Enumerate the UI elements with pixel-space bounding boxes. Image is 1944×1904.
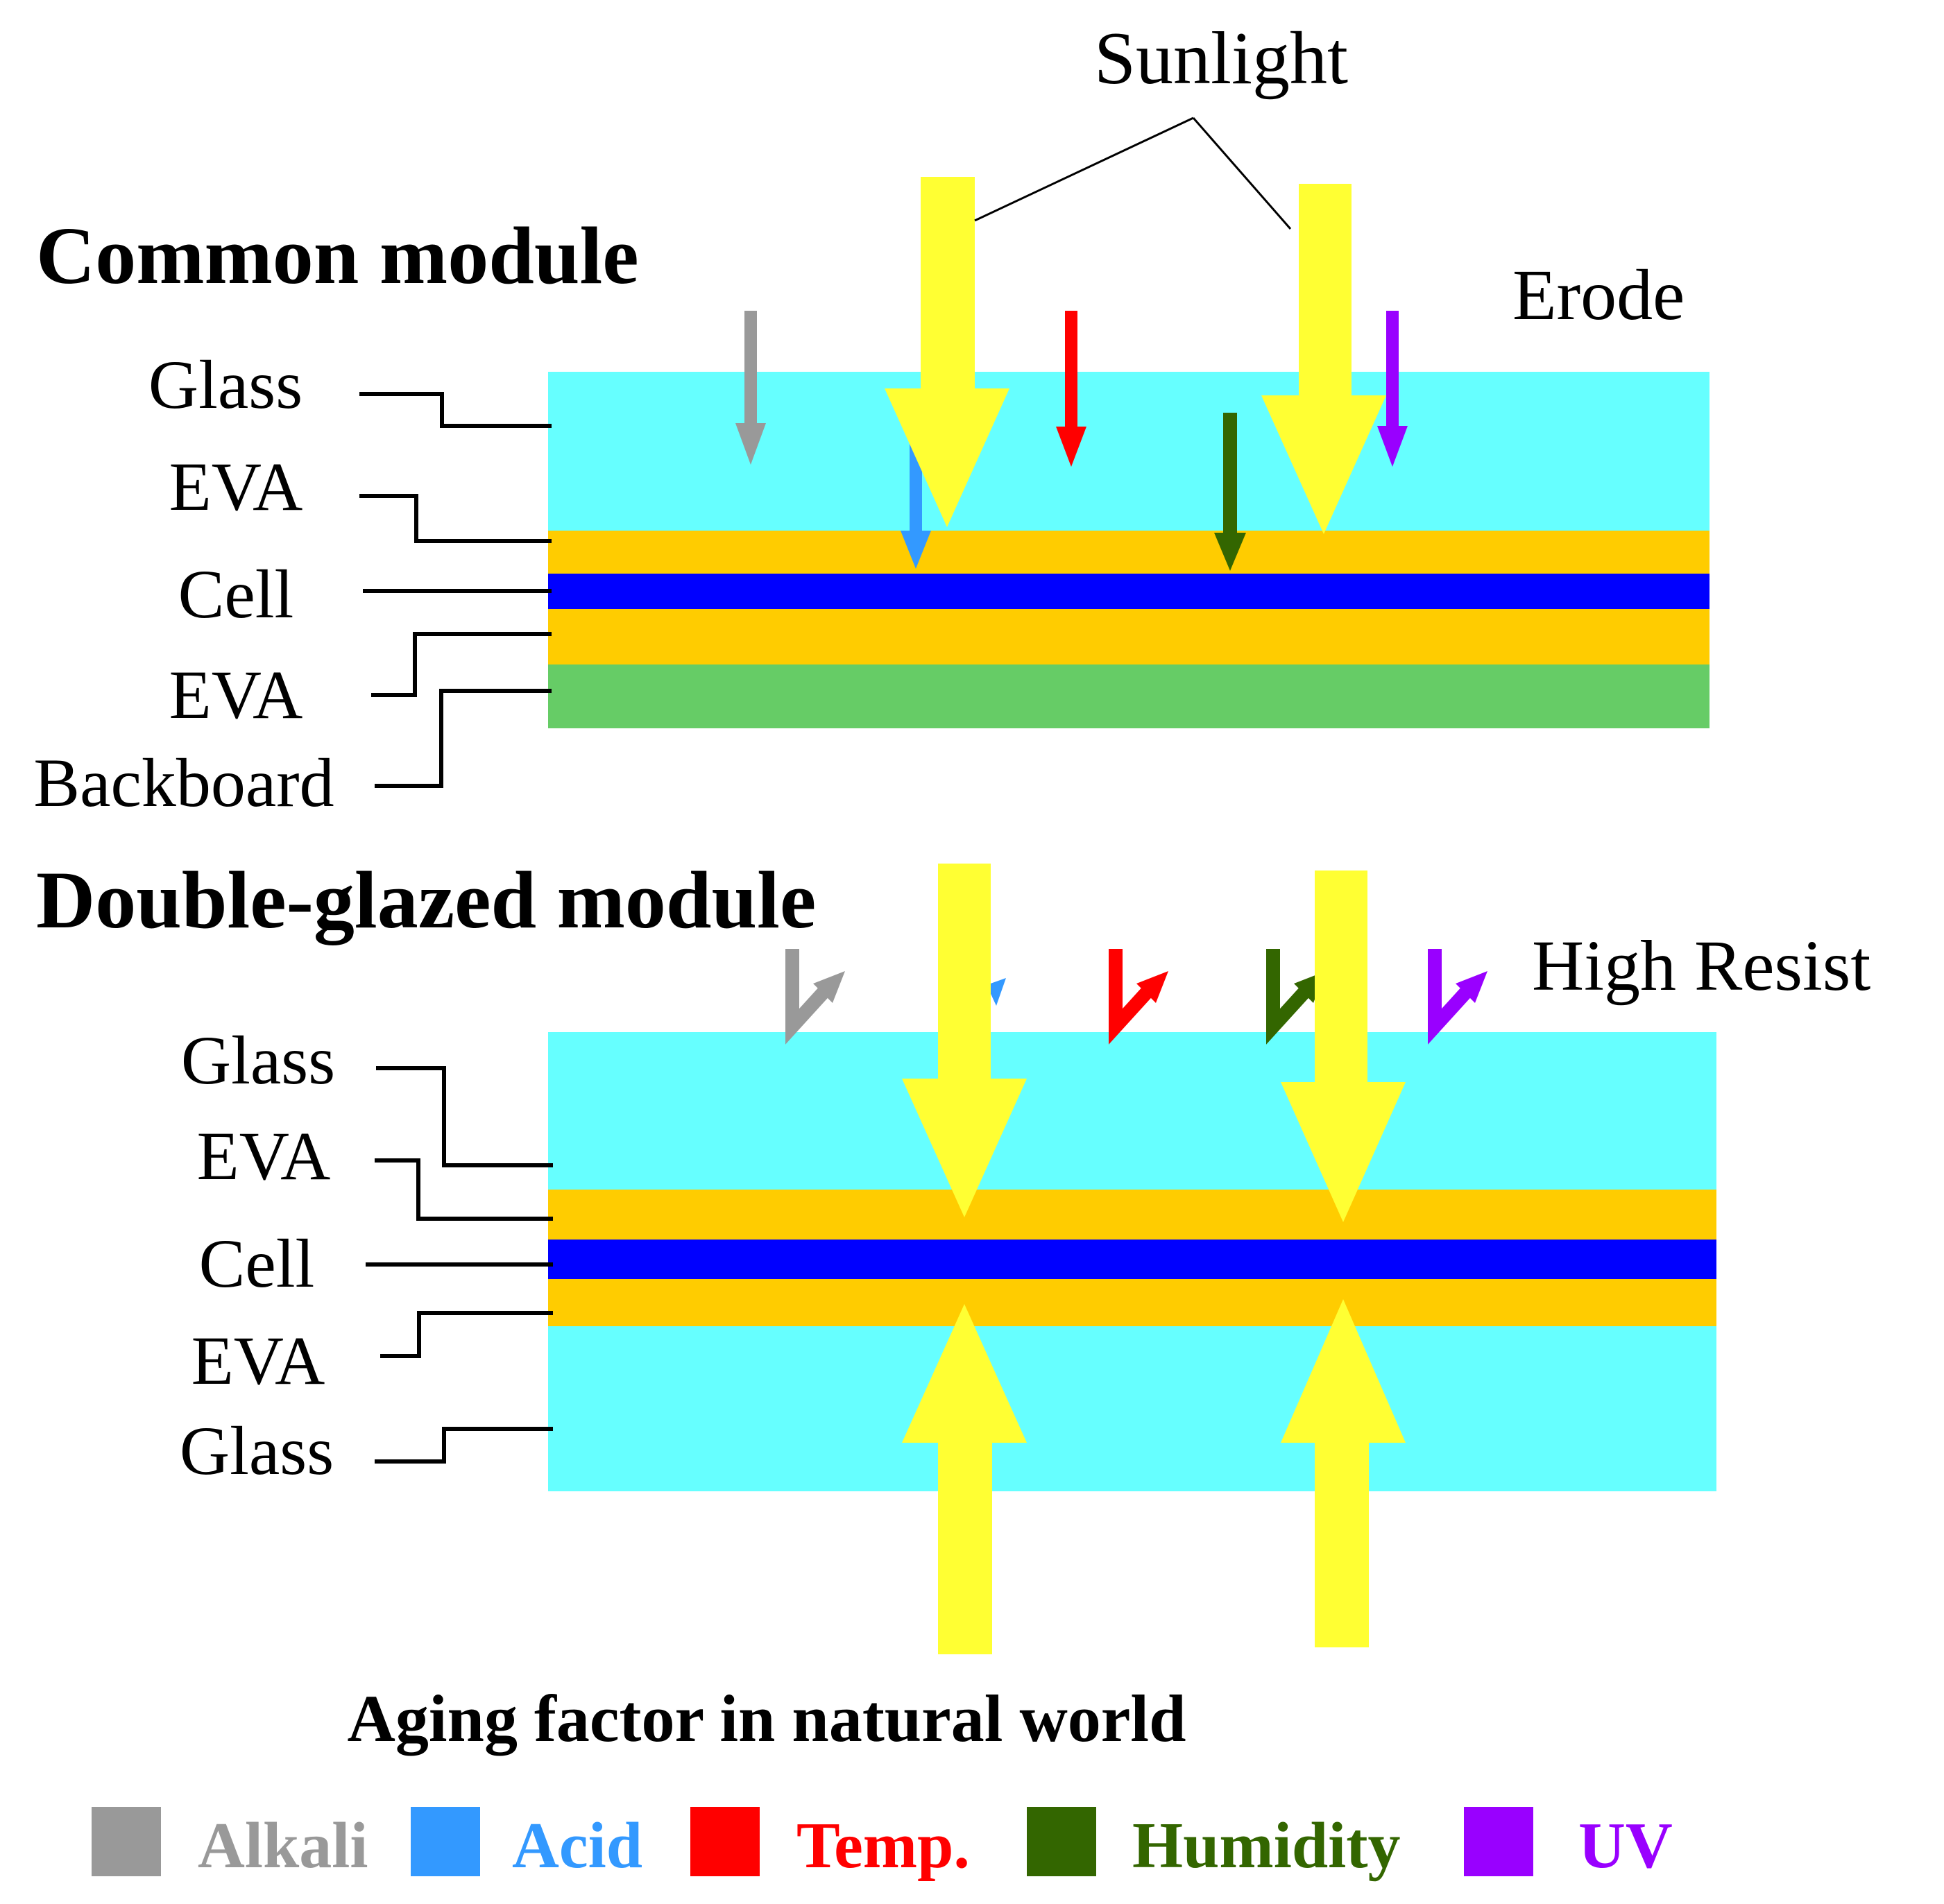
- double-label-glass-bottom: Glass: [180, 1412, 334, 1489]
- double-sunlight-arrow-left-down: [902, 864, 1027, 1217]
- common-sunlight-arrows: [885, 177, 1386, 534]
- common-sunlight-arrow-left: [885, 177, 1009, 527]
- common-eva-bottom-layer: [548, 609, 1709, 664]
- legend-item-uv: UV: [1464, 1807, 1673, 1882]
- legend-label-acid: Acid: [512, 1810, 642, 1882]
- common-cell-layer: [548, 574, 1709, 609]
- common-label-glass: Glass: [148, 346, 302, 423]
- double-glass-top-layer: [548, 1032, 1716, 1190]
- double-label-eva-top: EVA: [197, 1117, 331, 1194]
- double-label-glass-top: Glass: [181, 1022, 335, 1099]
- double-glass-bottom-layer: [548, 1326, 1716, 1491]
- common-acid-arrow: [901, 444, 931, 569]
- double-sunlight-arrows: [902, 864, 1406, 1654]
- double-eva-bottom-layer: [548, 1279, 1716, 1326]
- double-label-cell: Cell: [199, 1225, 315, 1302]
- common-sunlight-arrow-right: [1261, 184, 1386, 534]
- legend-item-alkali: Alkali: [92, 1807, 368, 1882]
- double-module-stack: [548, 1032, 1716, 1491]
- legend-label-temp: Temp.: [796, 1810, 970, 1882]
- common-aging-arrows: [735, 311, 1408, 571]
- double-label-eva-bottom: EVA: [191, 1322, 325, 1399]
- double-temp-arrow: [1109, 949, 1168, 1045]
- common-label-backboard: Backboard: [33, 744, 334, 821]
- common-humidity-arrow: [1214, 413, 1246, 571]
- double-module-title: Double-glazed module: [36, 855, 816, 945]
- legend-swatch-acid: [411, 1807, 480, 1876]
- double-cell-layer: [548, 1240, 1716, 1279]
- double-uv-arrow: [1428, 949, 1487, 1045]
- double-sunlight-arrow-right-down: [1281, 870, 1406, 1222]
- common-label-eva-top: EVA: [169, 448, 303, 525]
- legend-item-temp: Temp.: [690, 1807, 970, 1882]
- sunlight-callout-lines: [974, 117, 1292, 230]
- legend-item-humidity: Humidity: [1027, 1807, 1401, 1882]
- legend-swatch-humidity: [1027, 1807, 1096, 1876]
- common-eva-top-layer: [548, 531, 1709, 574]
- double-aging-arrows: [785, 949, 1487, 1045]
- legend-item-acid: Acid: [411, 1807, 642, 1882]
- legend: Alkali Acid Temp. Humidity UV: [92, 1807, 1673, 1882]
- common-leader-lines: [359, 392, 552, 788]
- double-eva-top-layer: [548, 1190, 1716, 1240]
- legend-label-humidity: Humidity: [1132, 1810, 1401, 1882]
- common-label-eva-bottom: EVA: [169, 656, 303, 733]
- legend-swatch-uv: [1464, 1807, 1533, 1876]
- legend-swatch-alkali: [92, 1807, 161, 1876]
- common-backboard-layer: [548, 664, 1709, 728]
- legend-label-uv: UV: [1578, 1810, 1673, 1882]
- common-temp-arrow: [1056, 311, 1086, 467]
- common-label-cell: Cell: [178, 556, 294, 633]
- sunlight-label: Sunlight: [1094, 17, 1348, 100]
- diagram-caption: Aging factor in natural world: [348, 1681, 1186, 1756]
- double-status-label: High Resist: [1532, 926, 1870, 1006]
- common-alkali-arrow: [735, 311, 766, 465]
- double-acid-arrow: [987, 978, 1006, 1006]
- legend-swatch-temp: [690, 1807, 760, 1876]
- common-uv-arrow: [1377, 311, 1408, 467]
- legend-label-alkali: Alkali: [198, 1810, 368, 1882]
- common-module-stack: [548, 372, 1709, 728]
- common-status-label: Erode: [1512, 255, 1685, 335]
- double-sunlight-arrow-right-up: [1281, 1299, 1406, 1647]
- double-leader-lines: [366, 1066, 553, 1464]
- common-module-title: Common module: [36, 210, 639, 301]
- double-sunlight-arrow-left-up: [902, 1304, 1027, 1654]
- common-glass-layer: [548, 372, 1709, 531]
- double-alkali-arrow: [785, 949, 845, 1045]
